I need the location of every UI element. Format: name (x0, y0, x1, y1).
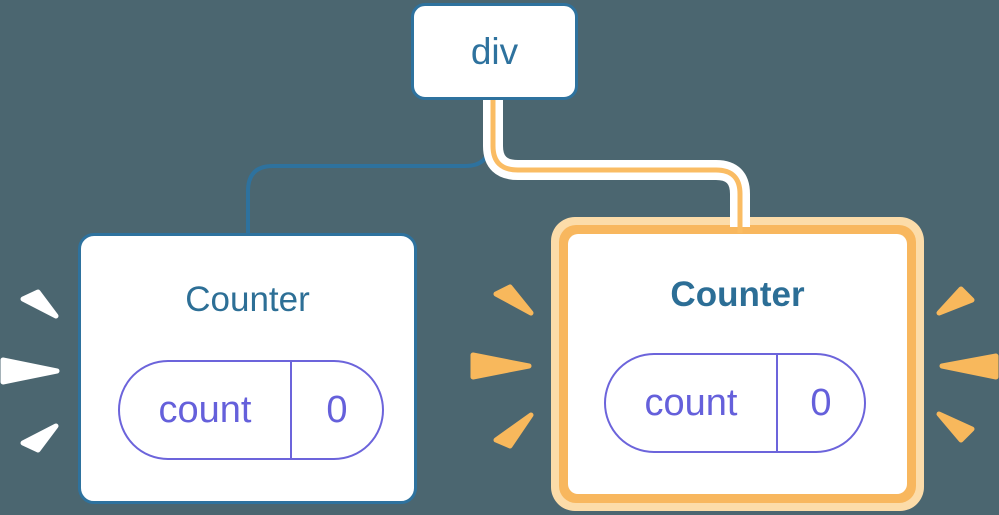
burst-ray-icon (493, 412, 534, 449)
burst-ray-icon (20, 423, 59, 453)
edge-div-to-right-counter-outline (483, 100, 750, 227)
counter-card-right-halo: Counter count 0 (551, 217, 924, 511)
counter-card-right-border: Counter count 0 (559, 225, 916, 503)
burst-ray-icon (20, 289, 59, 319)
burst-ray-icon (939, 353, 999, 380)
burst-ray-icon (0, 357, 60, 385)
counter-title: Counter (185, 280, 310, 319)
state-pill: count 0 (604, 353, 866, 453)
burst-ray-icon (936, 411, 975, 443)
state-value: 0 (810, 381, 832, 424)
root-div-node: div (411, 3, 578, 100)
edge-div-to-left-counter (246, 99, 492, 236)
counter-title: Counter (670, 275, 805, 314)
burst-marks-right-card-left (470, 284, 534, 449)
burst-marks-left-white (0, 289, 60, 453)
burst-ray-icon (493, 284, 534, 316)
counter-card-left: Counter count 0 (78, 233, 417, 504)
burst-marks-right-card-right (936, 286, 999, 443)
state-pill: count 0 (118, 360, 384, 460)
burst-ray-icon (936, 286, 975, 316)
state-key: count (606, 355, 778, 451)
state-value: 0 (326, 388, 348, 431)
edge-div-to-right-counter (490, 100, 743, 233)
burst-ray-icon (470, 352, 532, 380)
root-div-label: div (470, 30, 519, 72)
state-key: count (120, 362, 292, 458)
counter-card-right: Counter count 0 (568, 234, 907, 494)
